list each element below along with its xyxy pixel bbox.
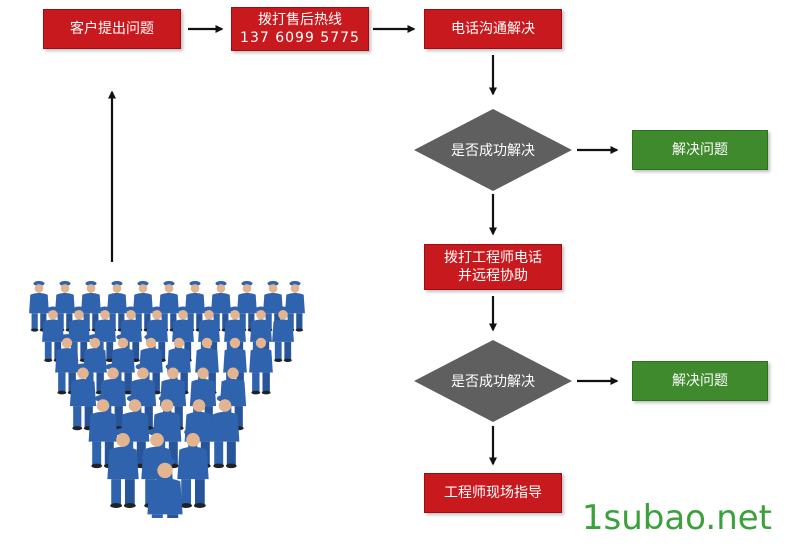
phone-resolve-box: 电话沟通解决 xyxy=(424,9,562,49)
customer-issue-box: 客户提出问题 xyxy=(43,9,181,49)
decision-1-label: 是否成功解决 xyxy=(451,143,535,159)
resolved-1-label: 解决问题 xyxy=(672,142,728,158)
decision-2-shape xyxy=(414,340,572,422)
hotline-box: 拨打售后热线 137 6099 5775 xyxy=(231,7,369,51)
hotline-title: 拨打售后热线 xyxy=(258,12,342,28)
phone-resolve-label: 电话沟通解决 xyxy=(451,21,535,37)
decision-1: 是否成功解决 xyxy=(413,108,573,192)
crowd-of-workers-image xyxy=(29,281,305,518)
worker-figure xyxy=(147,457,183,518)
worker-figure xyxy=(29,281,49,332)
engineer-call-line1: 拨打工程师电话 xyxy=(444,250,542,266)
worker-figure xyxy=(272,306,294,362)
worker-figure xyxy=(249,334,273,395)
engineer-call-line2: 并远程协助 xyxy=(458,268,528,284)
worker-figure xyxy=(69,363,97,431)
watermark: 1subao.net xyxy=(581,498,772,538)
worker-figure xyxy=(177,428,209,509)
resolved-1-box: 解决问题 xyxy=(632,130,768,170)
worker-figure xyxy=(107,428,139,509)
worker-figure xyxy=(210,394,240,469)
hotline-number: 137 6099 5775 xyxy=(240,30,360,46)
decision-1-shape xyxy=(414,109,572,191)
decision-2: 是否成功解决 xyxy=(413,339,573,423)
engineer-call-box: 拨打工程师电话 并远程协助 xyxy=(424,244,562,290)
customer-issue-label: 客户提出问题 xyxy=(70,21,154,37)
decision-2-label: 是否成功解决 xyxy=(451,374,535,390)
resolved-2-box: 解决问题 xyxy=(632,361,768,401)
onsite-guidance-label: 工程师现场指导 xyxy=(444,485,542,501)
onsite-guidance-box: 工程师现场指导 xyxy=(424,473,562,513)
resolved-2-label: 解决问题 xyxy=(672,373,728,389)
